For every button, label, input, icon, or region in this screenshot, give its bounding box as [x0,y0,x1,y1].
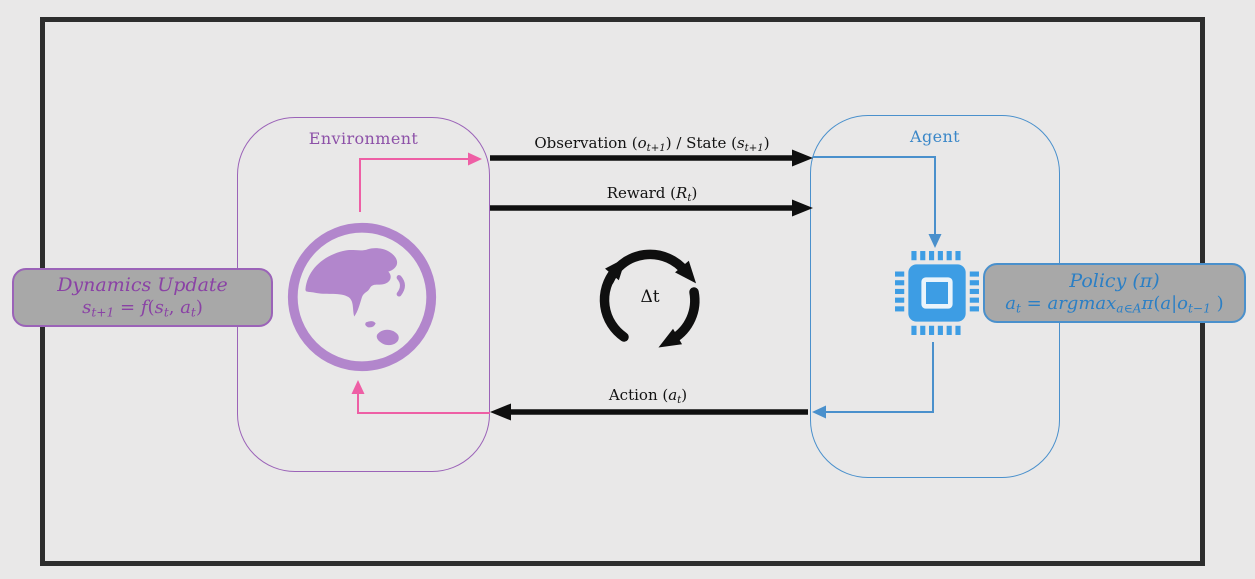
observation-arrowhead [792,149,813,167]
black-arrows [490,149,813,421]
dynamics-update-title: Dynamics Update [57,274,228,297]
env-out-line [359,158,469,212]
agent-in-arrowhead [928,234,942,248]
cpu-chip-icon [895,251,979,335]
agent-out-line [825,342,934,413]
cycle-arrowheads [605,257,697,348]
policy-title: Policy (π) [1069,269,1160,292]
agent-loop-arrows [812,156,942,419]
dynamics-update-box: Dynamics Update st+1 = f(st, at) [12,268,273,327]
chip-pins [895,251,979,335]
action-arrow-label: Action (at) [608,386,688,407]
globe-island-japan [396,275,405,297]
reward-arrow-label: Reward (Rt) [606,184,698,205]
env-in-arrowhead [351,380,365,394]
chip-core [921,277,953,309]
action-arrowhead [490,403,511,421]
policy-box: Policy (π) at = argmaxa∈Aπ(a|ot−1 ) [983,263,1246,323]
environment-loop-arrows [351,152,490,414]
globe-continent [305,248,398,317]
agent-out-arrowhead [812,405,826,419]
agent-title: Agent [910,127,960,146]
globe-continent-australia [376,329,399,346]
globe-icon [287,222,437,372]
delta-t-label: Δt [640,287,660,307]
env-out-arrowhead [468,152,482,166]
policy-formula: at = argmaxa∈Aπ(a|ot−1 ) [1005,292,1224,316]
env-in-line [357,393,490,414]
observation-arrow-label: Observation (ot+1) / State (st+1) [534,134,770,155]
reward-arrowhead [792,199,813,217]
dynamics-update-formula: st+1 = f(st, at) [82,297,203,320]
environment-title: Environment [308,129,419,148]
agent-in-line [813,156,936,235]
cycle-icon [599,249,700,348]
globe-ring [287,222,437,372]
globe-island [365,321,376,328]
